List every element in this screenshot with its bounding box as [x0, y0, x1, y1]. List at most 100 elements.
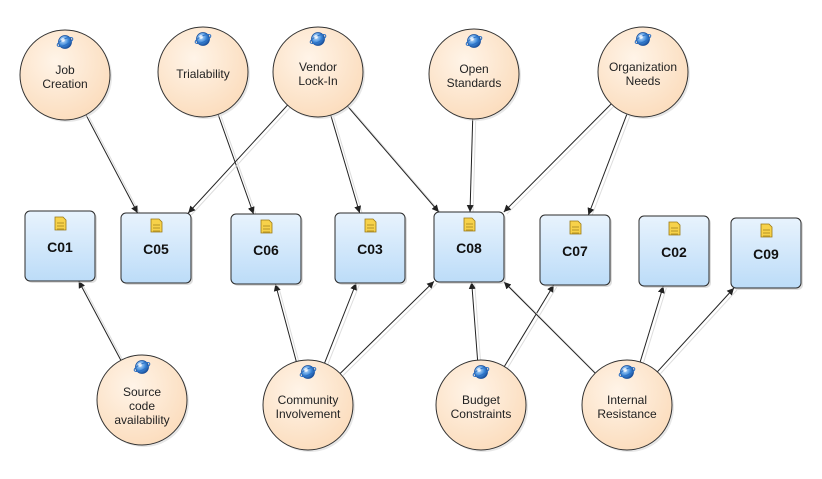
box-body: [539, 214, 611, 286]
edge-internal-to-c08[interactable]: [503, 281, 596, 374]
edge-shadow: [88, 116, 142, 216]
factor-label-line: Budget: [462, 393, 501, 407]
node-body: [597, 26, 689, 118]
globe-icon: [309, 32, 327, 46]
node-body: [272, 26, 364, 118]
edge-community-to-c03[interactable]: [324, 282, 357, 364]
edge-vendor-to-c08[interactable]: [347, 105, 440, 213]
edge-shadow: [642, 287, 667, 365]
criterion-box-c09[interactable]: C09: [730, 217, 803, 290]
box-body: [334, 212, 406, 284]
edge-job-to-c05[interactable]: [85, 114, 139, 214]
factor-label-line: Job: [55, 63, 75, 77]
factor-label-line: Open: [459, 62, 488, 76]
edge-shadow: [506, 105, 615, 215]
edge-shadow: [333, 117, 364, 216]
factor-label-line: availability: [114, 413, 169, 427]
criterion-box-c07[interactable]: C07: [539, 214, 612, 287]
edge-shadow: [350, 107, 443, 215]
node-body: [157, 26, 249, 118]
criterion-box-c08[interactable]: C08: [433, 211, 506, 284]
factor-label-line: Trialability: [176, 67, 230, 81]
box-body: [24, 210, 96, 282]
criterion-label: C01: [47, 239, 73, 255]
globe-icon: [472, 365, 490, 379]
factor-label-line: Resistance: [597, 407, 657, 421]
globe-icon: [299, 365, 317, 379]
criterion-box-c01[interactable]: C01: [24, 210, 97, 283]
factor-label-line: Standards: [447, 76, 502, 90]
edge-budget-to-c07[interactable]: [503, 284, 555, 367]
edge-open-to-c08[interactable]: [466, 118, 474, 213]
edge-shadow: [474, 283, 482, 363]
edge-shadow: [342, 282, 438, 376]
criterion-box-c03[interactable]: C03: [334, 212, 407, 285]
edge-shadow: [506, 283, 599, 376]
criterion-label: C08: [456, 240, 482, 256]
criterion-box-c02[interactable]: C02: [638, 215, 711, 288]
note-icon: [760, 223, 773, 238]
note-icon: [463, 217, 476, 232]
note-icon: [364, 218, 377, 233]
criterion-label: C02: [661, 244, 687, 260]
factor-label-line: Creation: [42, 77, 87, 91]
criterion-label: C06: [253, 242, 279, 258]
factor-label-line: Internal: [607, 393, 647, 407]
node-body: [435, 359, 527, 451]
criterion-box-c06[interactable]: C06: [230, 213, 303, 286]
factor-label-line: Constraints: [451, 407, 512, 421]
criterion-box-c05[interactable]: C05: [120, 212, 193, 285]
factor-label-line: Organization: [609, 60, 677, 74]
edge-community-to-c06[interactable]: [273, 283, 297, 362]
node-body: [19, 29, 111, 121]
criteria-layer: C01 C05 C06 C03 C08 C07 C02 C09: [24, 210, 803, 290]
edge-shadow: [590, 115, 631, 218]
node-body: [428, 28, 520, 120]
note-icon: [260, 219, 273, 234]
edge-community-to-c08[interactable]: [339, 280, 435, 374]
box-body: [120, 212, 192, 284]
criterion-label: C09: [753, 246, 779, 262]
edge-trial-to-c06[interactable]: [217, 114, 255, 215]
factor-label-line: Source: [123, 385, 161, 399]
edge-org-to-c08[interactable]: [503, 103, 612, 213]
edge-budget-to-c08[interactable]: [468, 281, 479, 361]
criterion-label: C07: [562, 243, 588, 259]
edge-shadow: [81, 282, 125, 363]
edge-shadow: [190, 106, 291, 216]
edge-vendor-to-c03[interactable]: [330, 115, 362, 214]
edge-vendor-to-c05[interactable]: [187, 104, 288, 214]
node-body: [581, 359, 673, 451]
edge-internal-to-c02[interactable]: [639, 285, 665, 363]
edge-org-to-c07[interactable]: [587, 113, 628, 216]
edge-source-to-c01[interactable]: [78, 280, 122, 361]
box-body: [730, 217, 802, 289]
node-body: [96, 354, 188, 446]
factor-label-line: Community: [278, 393, 339, 407]
globe-icon: [133, 360, 151, 374]
note-icon: [569, 220, 582, 235]
edge-internal-to-c09[interactable]: [656, 287, 735, 373]
factor-label-line: Needs: [626, 74, 661, 88]
box-body: [230, 213, 302, 285]
criterion-label: C03: [357, 241, 383, 257]
globe-icon: [634, 32, 652, 46]
factor-label-line: Lock-In: [298, 74, 337, 88]
criterion-label: C05: [143, 241, 169, 257]
factor-label-line: code: [129, 399, 155, 413]
note-icon: [54, 216, 67, 231]
factor-node-trial[interactable]: Trialability: [157, 26, 250, 119]
factor-label-line: Involvement: [276, 407, 341, 421]
edge-shadow: [472, 120, 477, 215]
note-icon: [668, 221, 681, 236]
